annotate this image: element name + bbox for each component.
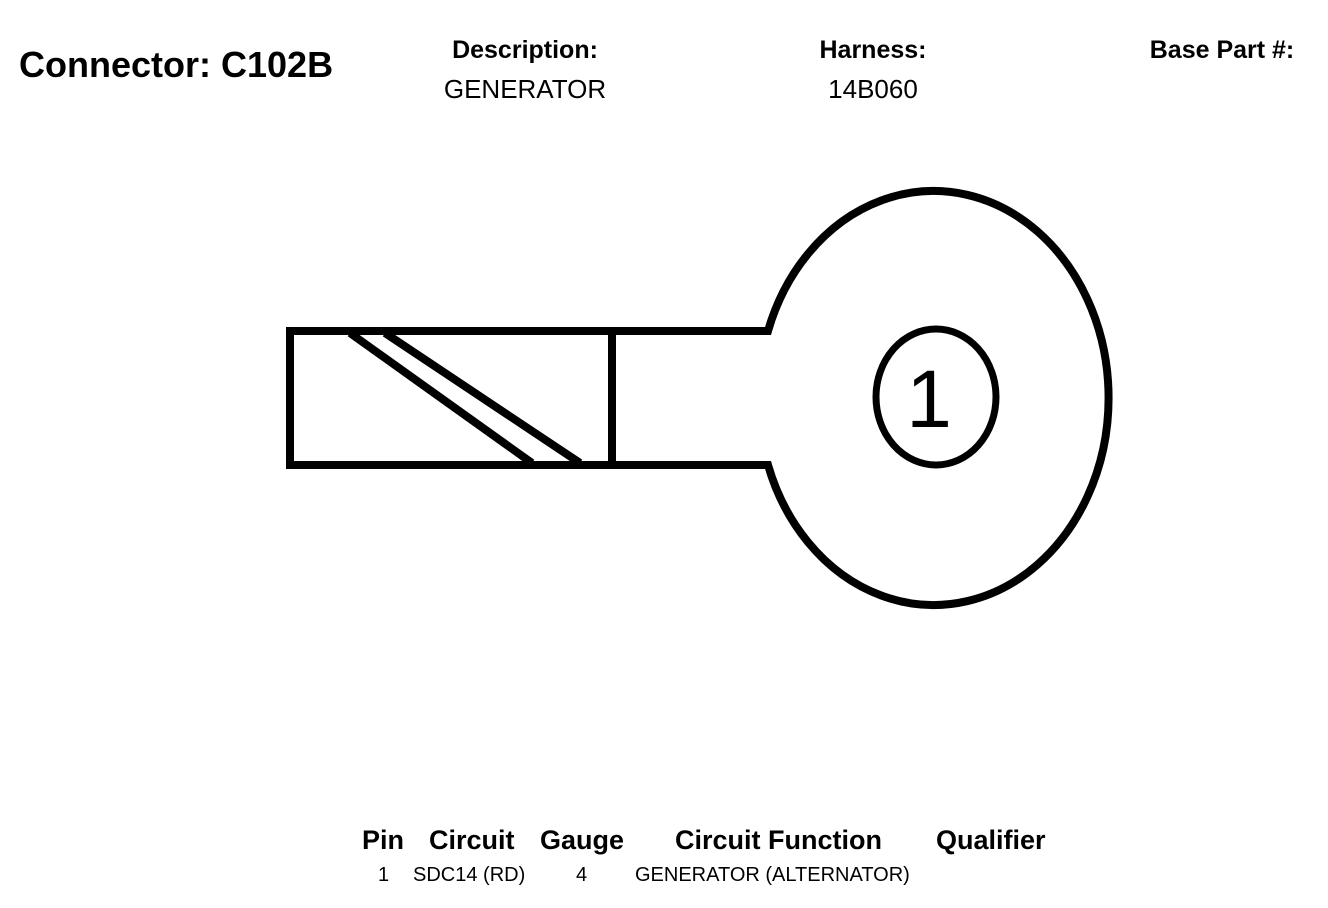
harness-label: Harness: [819, 36, 927, 64]
row-circuit: SDC14 (RD) [413, 864, 526, 886]
column-header-circuit: Circuit [429, 825, 515, 855]
connector-id: C102B [221, 44, 334, 85]
shrink-band-line-1 [347, 329, 535, 467]
connector-title: Connector: C102B [19, 44, 333, 86]
column-header-circuit-function: Circuit Function [675, 825, 882, 855]
harness-value: 14B060 [828, 74, 918, 104]
row-pin: 1 [378, 864, 390, 886]
column-header-qualifier: Qualifier [936, 825, 1046, 855]
shrink-band-line-2 [382, 329, 583, 467]
description-value: GENERATOR [443, 74, 607, 104]
base-part-label: Base Part #: [1149, 36, 1295, 64]
connector-label: Connector: [19, 44, 211, 85]
row-circuit-function: GENERATOR (ALTERNATOR) [635, 864, 910, 886]
description-label: Description: [452, 36, 598, 64]
terminal-outline [286, 187, 1113, 609]
row-gauge: 4 [576, 864, 588, 886]
pin-number-label: 1 [906, 354, 952, 445]
column-header-gauge: Gauge [540, 825, 625, 855]
column-header-pin: Pin [362, 825, 405, 855]
pin-circle [872, 325, 1000, 469]
